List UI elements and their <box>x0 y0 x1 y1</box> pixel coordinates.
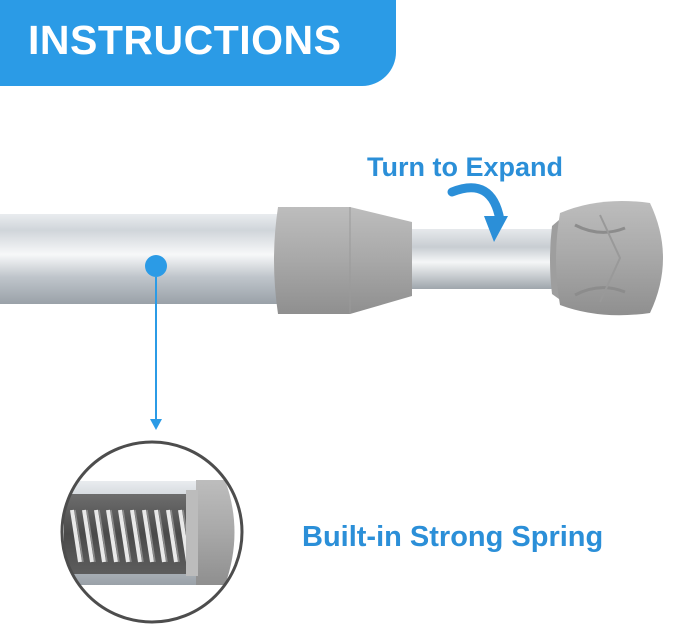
tension-rod <box>0 200 663 316</box>
magnified-spring-view <box>60 440 244 624</box>
spring-coil <box>70 509 190 563</box>
down-arrow-icon <box>150 419 162 430</box>
spring-pointer <box>145 255 167 430</box>
header-banner: INSTRUCTIONS <box>0 0 396 86</box>
end-cap <box>550 200 663 316</box>
turn-to-expand-label: Turn to Expand <box>367 152 563 182</box>
page-title: INSTRUCTIONS <box>28 17 342 63</box>
curved-arrow-icon <box>447 183 508 242</box>
built-in-spring-label: Built-in Strong Spring <box>302 521 604 553</box>
